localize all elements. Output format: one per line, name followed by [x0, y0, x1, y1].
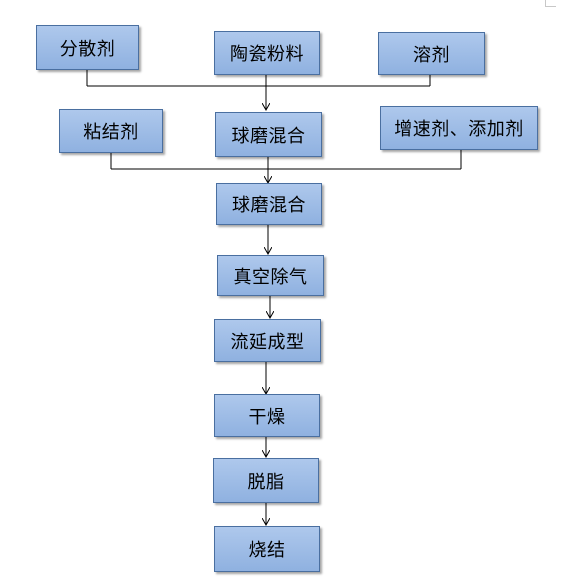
solvent-box: 溶剂 — [378, 32, 485, 75]
tape-casting-label: 流延成型 — [230, 331, 305, 353]
drying-box: 干燥 — [214, 394, 320, 437]
ceramic-powder-box: 陶瓷粉料 — [214, 31, 320, 75]
ball-mill-mix-2-box: 球磨混合 — [216, 183, 322, 225]
ball-mill-mix-1-label: 球磨混合 — [231, 125, 306, 147]
ceramic-powder-label: 陶瓷粉料 — [230, 44, 304, 65]
dispersant-label: 分散剂 — [59, 38, 116, 60]
additives-box: 增速剂、添加剂 — [380, 106, 538, 150]
ball-mill-mix-1-box: 球磨混合 — [215, 112, 322, 157]
binder-label: 粘结剂 — [83, 122, 139, 143]
ball-mill-mix-2-label: 球磨混合 — [232, 195, 306, 216]
corner-mark — [545, 0, 556, 7]
sintering-box: 烧结 — [214, 526, 320, 572]
debinding-box: 脱脂 — [213, 458, 319, 503]
solvent-label: 溶剂 — [413, 44, 450, 66]
additives-label: 增速剂、添加剂 — [394, 119, 524, 140]
debinding-label: 脱脂 — [247, 471, 285, 493]
binder-box: 粘结剂 — [59, 109, 163, 153]
vacuum-degassing-label: 真空除气 — [233, 266, 308, 288]
dispersant-box: 分散剂 — [36, 25, 139, 70]
tape-casting-box: 流延成型 — [214, 319, 321, 362]
vacuum-degassing-box: 真空除气 — [217, 255, 324, 296]
drying-label: 干燥 — [248, 406, 286, 428]
sintering-label: 烧结 — [248, 540, 286, 561]
